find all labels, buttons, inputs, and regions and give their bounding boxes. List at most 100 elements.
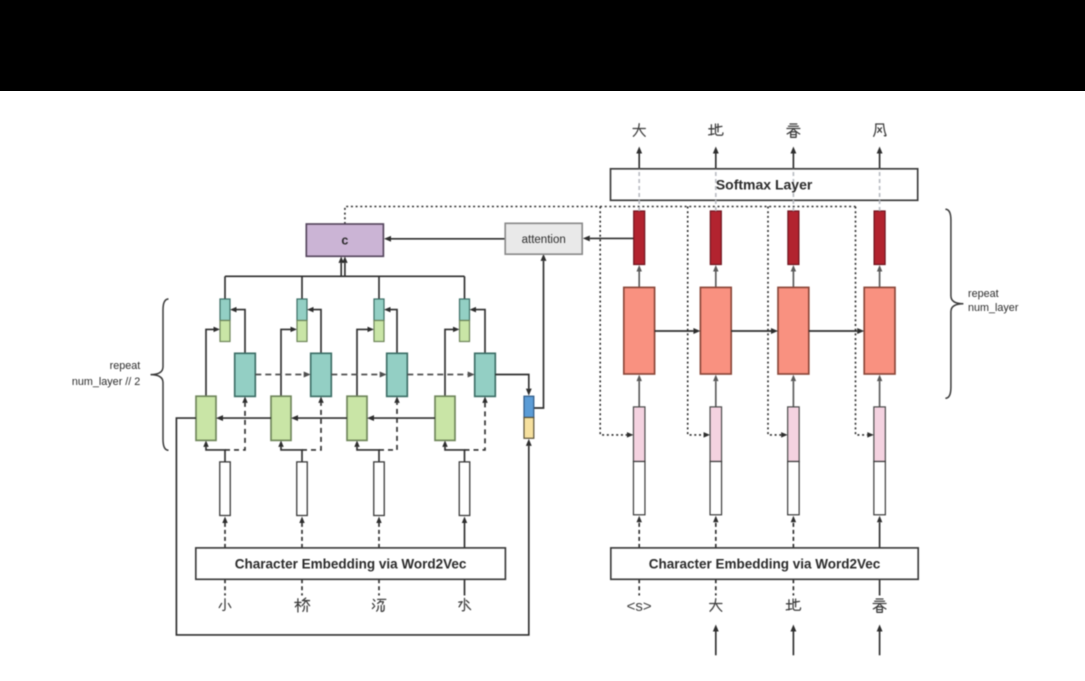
cell-to-projection-arrow bbox=[790, 265, 797, 288]
cell-to-projection-arrow bbox=[876, 265, 883, 288]
decoder-input-arrow bbox=[712, 624, 719, 656]
wordvec-to-embedding-arrow bbox=[461, 516, 468, 548]
top-black-bar bbox=[0, 0, 1085, 91]
encoder-layer1-cell-1 bbox=[195, 395, 217, 442]
wordvec-to-embedding-arrow bbox=[876, 515, 883, 548]
decoder-input-arrow bbox=[790, 624, 797, 656]
decoder-context-part-3 bbox=[787, 406, 800, 463]
final-state-yellow-block bbox=[523, 416, 535, 439]
encoder-layer1-cell-2 bbox=[270, 395, 292, 442]
decoder-output-token-4 bbox=[873, 123, 887, 137]
decoder-recurrent-arrow bbox=[654, 328, 701, 334]
context-input-arrow bbox=[342, 256, 348, 277]
softmax-output-arrow bbox=[790, 146, 797, 169]
cell-to-projection-arrow bbox=[713, 265, 719, 288]
encoder-concat-state-top-2 bbox=[296, 298, 308, 322]
wordvec-to-embedding-arrow bbox=[376, 516, 382, 548]
softmax-layer-box bbox=[609, 167, 919, 202]
layer1-recurrent-arrow bbox=[367, 415, 435, 422]
context-input-arrow bbox=[338, 256, 344, 277]
decoder-embedding-box-label: Character Embedding via Word2Vec bbox=[649, 556, 881, 571]
softmax-layer-label: Softmax Layer bbox=[716, 177, 813, 193]
softmax-output-arrow bbox=[636, 146, 643, 169]
wordvec-to-embedding-arrow bbox=[222, 516, 228, 548]
decoder-embedding-part-2 bbox=[709, 460, 723, 516]
decoder-cell-1 bbox=[622, 286, 656, 375]
decoder-cell-4 bbox=[863, 286, 896, 375]
layer2-recurrent-dashed-arrow bbox=[331, 371, 387, 378]
attention-to-context-arrow bbox=[384, 235, 506, 242]
embedding-to-layer1-arrow bbox=[442, 440, 466, 462]
decoder-recurrent-arrow bbox=[808, 328, 865, 334]
encoder-layer2-cell-4 bbox=[473, 352, 497, 398]
context-feed-dotted-branch bbox=[599, 206, 634, 438]
decoder-projection-1 bbox=[633, 210, 646, 266]
embedding-to-cell-arrow bbox=[790, 374, 797, 407]
decoder-input-token-4 bbox=[872, 598, 887, 613]
embedding-to-cell-arrow bbox=[876, 374, 883, 407]
encoder-token-2 bbox=[294, 597, 311, 613]
decoder-cell-3 bbox=[777, 286, 810, 375]
encoder-token-4 bbox=[458, 597, 472, 612]
context-vector-label: c bbox=[341, 234, 348, 248]
encoder-embedding-vector-2 bbox=[296, 461, 308, 517]
decoder-input-token-1: <s> bbox=[627, 598, 652, 615]
wordvec-to-embedding-arrow bbox=[790, 515, 797, 548]
encoder-token-1 bbox=[218, 598, 232, 612]
embedding-to-layer1-arrow bbox=[203, 440, 226, 462]
decoder-repeat-brace bbox=[945, 208, 964, 399]
decoder-embedding-part-3 bbox=[787, 460, 800, 516]
encoder-layer2-cell-3 bbox=[385, 352, 409, 398]
decoder-repeat-label-line2: num_layer bbox=[968, 302, 1019, 314]
final-state-blue-block bbox=[523, 395, 535, 419]
encoder-concat-state-bottom-3 bbox=[373, 319, 385, 343]
decoder-projection-4 bbox=[873, 210, 886, 266]
layer2-recurrent-dashed-arrow bbox=[255, 371, 311, 378]
encoder-concat-state-top-1 bbox=[219, 298, 231, 322]
encoder-embedding-box bbox=[194, 547, 507, 581]
embedding-to-layer2-dashed-arrow bbox=[302, 396, 324, 451]
cell-to-projection-arrow bbox=[636, 265, 642, 288]
final-forward-state-wire bbox=[495, 373, 532, 396]
decoder-output-token-3 bbox=[786, 123, 801, 138]
encoder-layer2-cell-1 bbox=[233, 352, 257, 398]
decoder-output-token-2 bbox=[708, 123, 724, 136]
softmax-output-arrow bbox=[876, 146, 883, 169]
encoder-token-3 bbox=[371, 598, 387, 613]
layer1-to-concat-arrow bbox=[205, 326, 220, 397]
decoder-output-token-1 bbox=[632, 123, 646, 137]
context-feed-dotted-branch bbox=[686, 206, 711, 438]
wordvec-to-embedding-arrow bbox=[713, 515, 719, 548]
layer1-recurrent-arrow bbox=[216, 415, 271, 422]
attention-box bbox=[504, 222, 584, 256]
decoder-input-token-3 bbox=[785, 598, 802, 611]
layer1-recurrent-arrow bbox=[291, 415, 347, 422]
encoder-concat-state-bottom-4 bbox=[458, 319, 471, 343]
encoder-embedding-vector-3 bbox=[373, 461, 385, 517]
encoder-concat-state-top-3 bbox=[373, 298, 385, 322]
encoder-embedding-box-label: Character Embedding via Word2Vec bbox=[235, 556, 467, 571]
decoder-cell-2 bbox=[699, 286, 733, 375]
wordvec-to-embedding-arrow bbox=[299, 516, 305, 548]
layer2-to-concat-arrow bbox=[469, 306, 486, 354]
context-vector-box bbox=[305, 223, 385, 258]
encoder-concat-state-bottom-1 bbox=[219, 319, 231, 343]
context-feed-dotted-branch bbox=[854, 206, 874, 438]
encoder-concat-state-bottom-2 bbox=[296, 319, 308, 343]
embedding-to-layer2-dashed-arrow bbox=[464, 396, 488, 451]
state-to-attention-wire bbox=[533, 253, 547, 409]
decoder-embedding-part-4 bbox=[873, 460, 886, 516]
decoder-projection-3 bbox=[787, 210, 800, 266]
encoder-repeat-brace bbox=[150, 298, 169, 452]
embedding-to-layer1-arrow bbox=[278, 440, 303, 462]
decoder-projection-2 bbox=[709, 210, 722, 266]
decoder-context-part-4 bbox=[873, 406, 886, 463]
encoder-repeat-label-line2: num_layer // 2 bbox=[72, 376, 140, 388]
layer2-to-concat-arrow bbox=[384, 306, 398, 354]
decoder-context-part-1 bbox=[632, 406, 646, 463]
encoder-concat-state-top-4 bbox=[458, 298, 471, 322]
embedding-to-layer1-arrow bbox=[354, 440, 380, 462]
embedding-to-cell-arrow bbox=[713, 374, 719, 407]
layer2-to-concat-arrow bbox=[307, 306, 322, 354]
decoder-recurrent-arrow bbox=[731, 328, 778, 334]
